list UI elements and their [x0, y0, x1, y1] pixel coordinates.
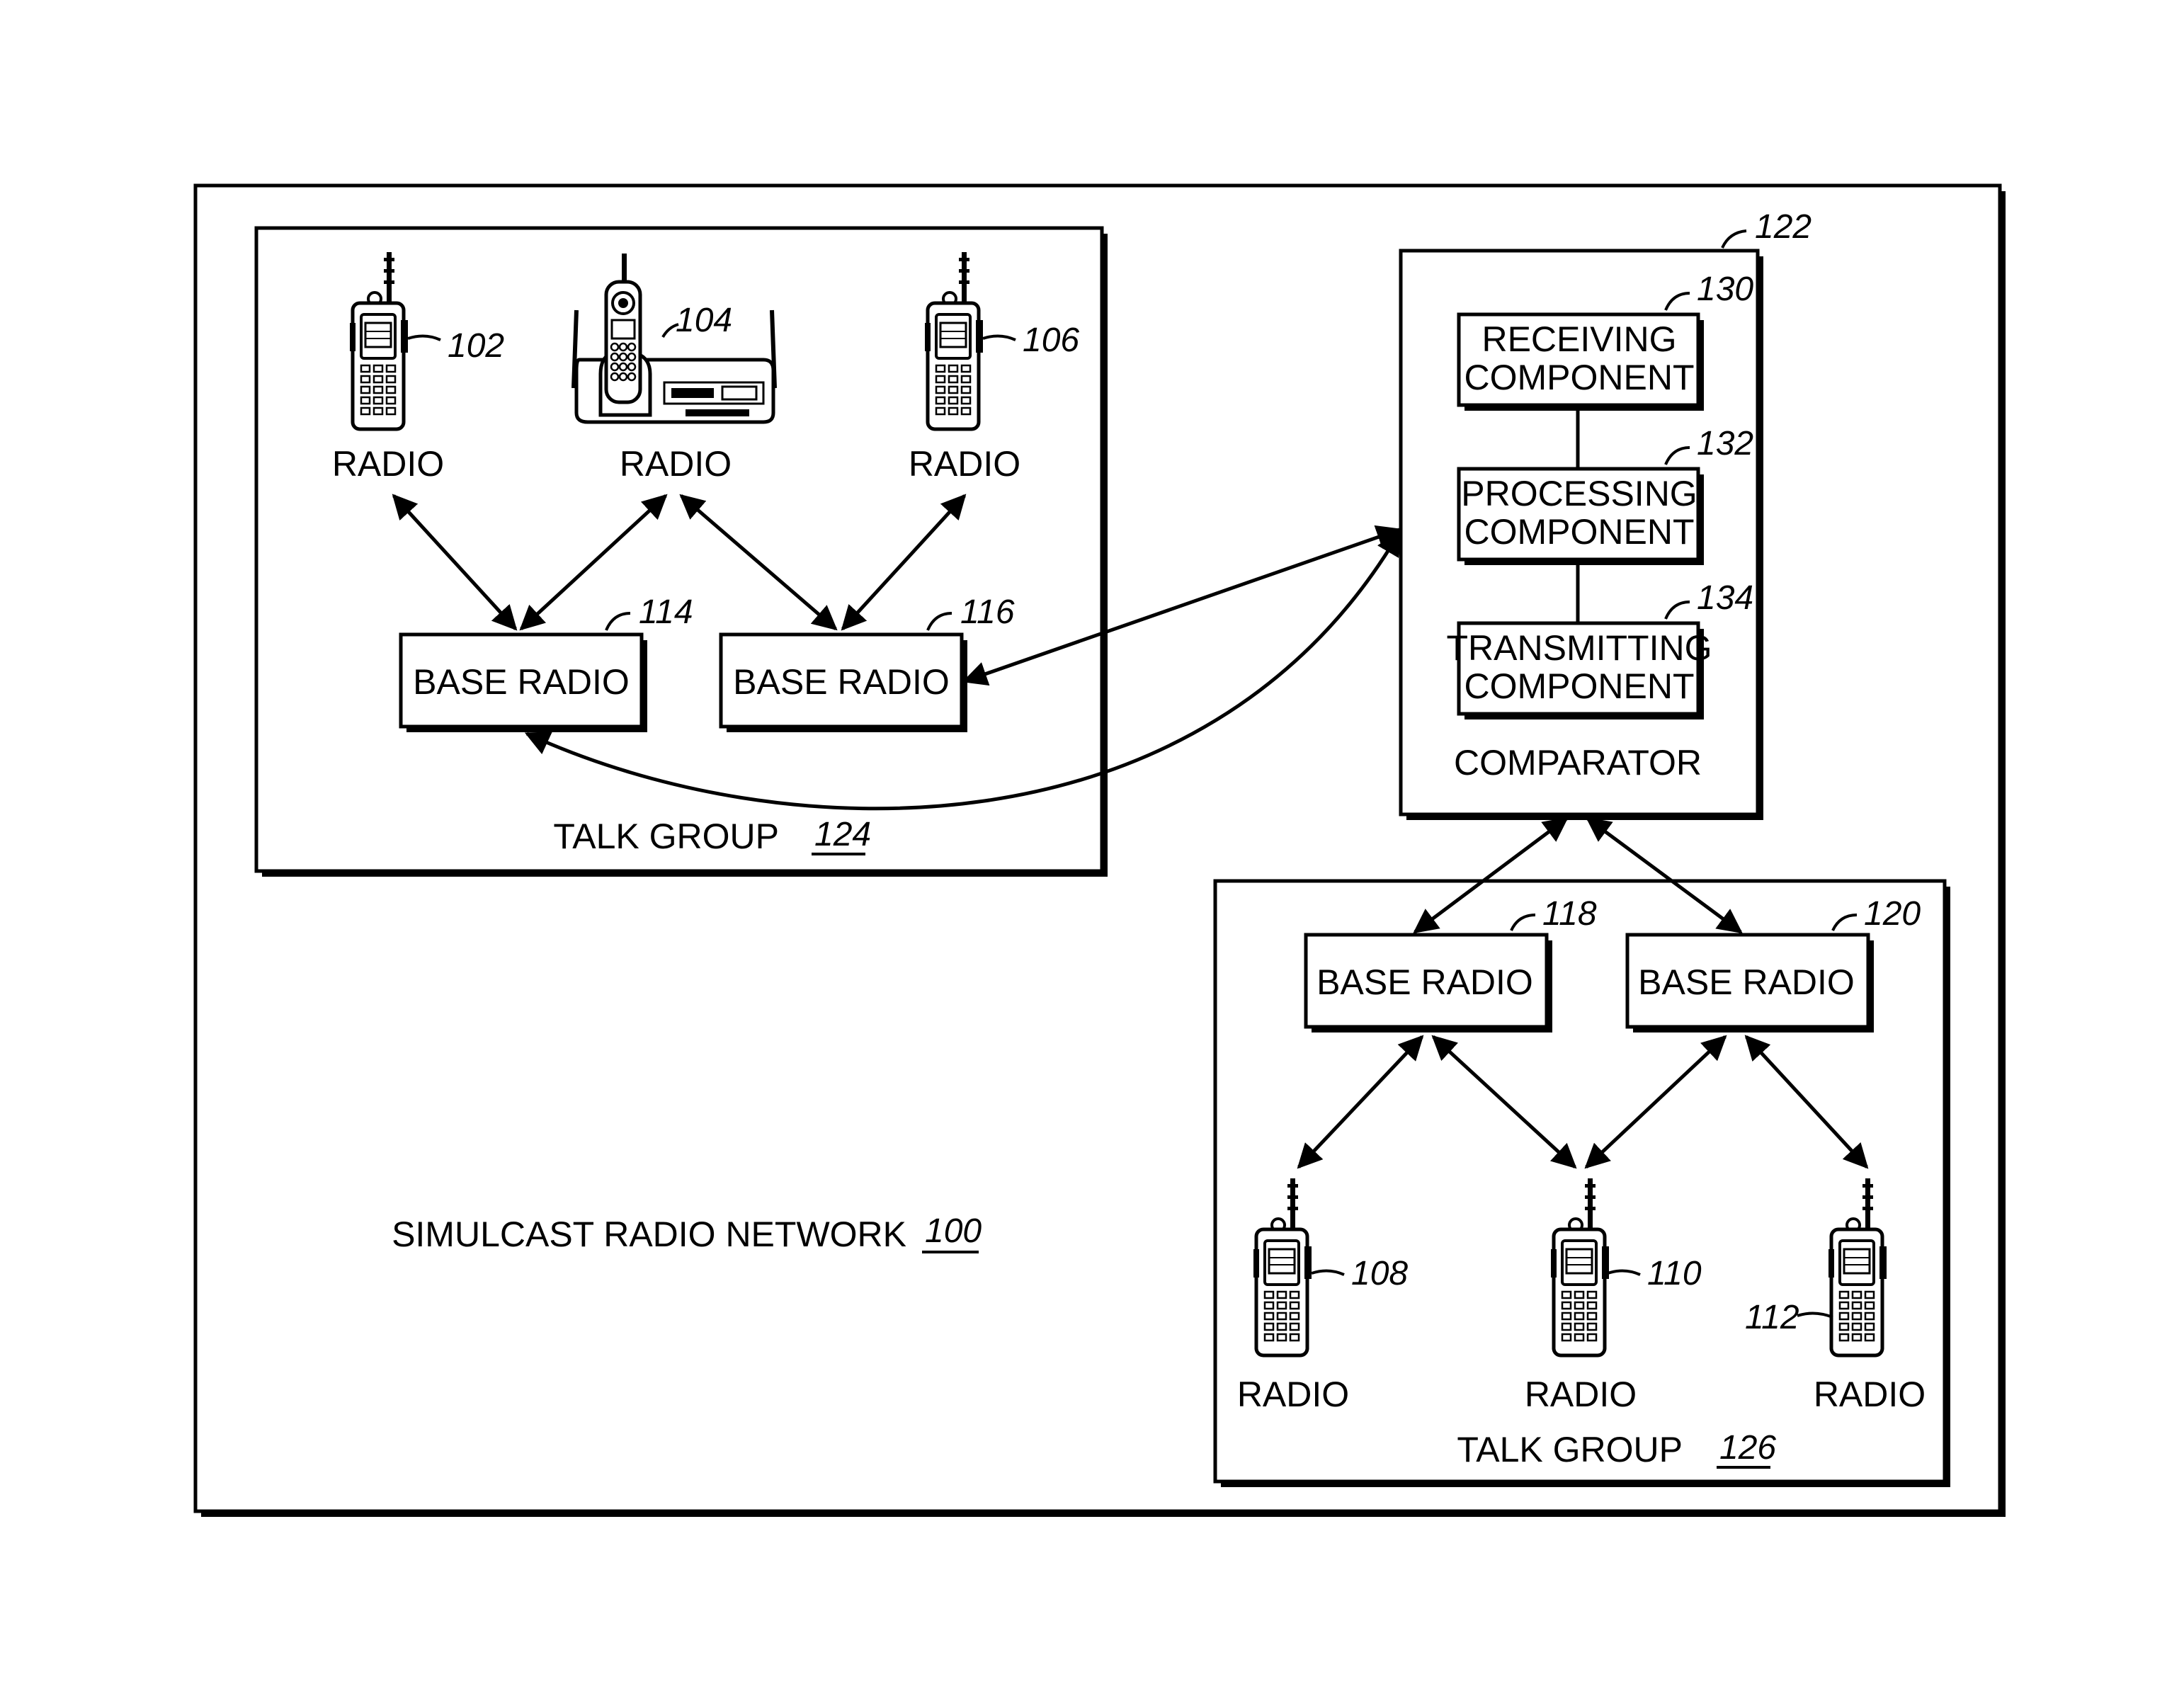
- transmitting-component-line2: COMPONENT: [1464, 666, 1695, 706]
- base-radio-120-ref: 120: [1864, 895, 1921, 933]
- radio-112-ref: 112: [1745, 1299, 1799, 1336]
- base-radio-116-ref: 116: [960, 593, 1015, 631]
- talk-group-126-ref: 126: [1719, 1429, 1776, 1467]
- radio-108-ref: 108: [1351, 1255, 1408, 1292]
- base-radio-120-label: BASE RADIO: [1638, 962, 1855, 1002]
- network-label: SIMULCAST RADIO NETWORK: [392, 1214, 906, 1254]
- radio-104-label: RADIO: [620, 444, 732, 484]
- radio-112-label: RADIO: [1814, 1375, 1926, 1414]
- processing-component-line2: COMPONENT: [1464, 512, 1695, 552]
- processing-component-ref: 132: [1697, 425, 1753, 462]
- base-radio-118-label: BASE RADIO: [1316, 962, 1533, 1002]
- processing-component-line1: PROCESSING: [1461, 474, 1697, 513]
- transmitting-component-line1: TRANSMITTING: [1447, 628, 1712, 668]
- radio-106-ref: 106: [1023, 322, 1079, 359]
- talk-group-124-label: TALK GROUP: [553, 817, 779, 856]
- network-ref: 100: [925, 1212, 982, 1250]
- radio-110-label: RADIO: [1525, 1375, 1637, 1414]
- base-radio-118-ref: 118: [1542, 895, 1597, 933]
- talk-group-124-ref: 124: [814, 816, 871, 853]
- radio-102-ref: 102: [448, 327, 504, 365]
- receiving-component-line2: COMPONENT: [1464, 358, 1695, 397]
- radio-108-label: RADIO: [1237, 1375, 1349, 1414]
- talk-group-126-label: TALK GROUP: [1457, 1430, 1683, 1469]
- receiving-component-ref: 130: [1697, 271, 1753, 308]
- transmitting-component-ref: 134: [1697, 579, 1753, 617]
- comparator-ref: 122: [1755, 208, 1812, 246]
- base-radio-114-label: BASE RADIO: [413, 662, 630, 702]
- base-radio-114-ref: 114: [639, 593, 693, 631]
- radio-106-label: RADIO: [909, 444, 1020, 484]
- radio-104-ref: 104: [676, 302, 732, 339]
- radio-110-ref: 110: [1647, 1255, 1702, 1292]
- comparator-label: COMPARATOR: [1454, 743, 1702, 783]
- base-radio-116-label: BASE RADIO: [733, 662, 950, 702]
- radio-102-label: RADIO: [332, 444, 444, 484]
- receiving-component-line1: RECEIVING: [1481, 319, 1676, 359]
